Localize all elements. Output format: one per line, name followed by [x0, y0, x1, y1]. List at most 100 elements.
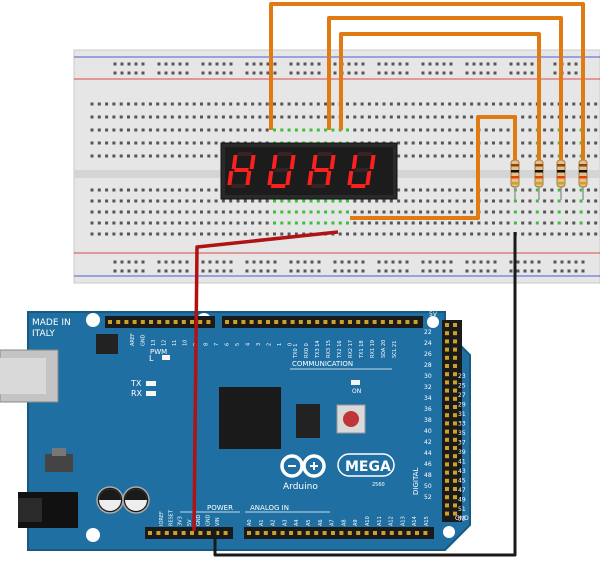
pin-label: 29 — [458, 402, 466, 409]
breadboard-hole — [141, 154, 145, 158]
breadboard-hole — [200, 115, 203, 119]
breadboard-hole — [398, 260, 402, 264]
breadboard-hole — [303, 260, 307, 264]
breadboard-hole — [273, 269, 277, 273]
breadboard-hole — [574, 260, 578, 264]
header-pin — [225, 320, 229, 324]
breadboard-hole — [477, 232, 481, 236]
breadboard-hole — [200, 141, 203, 145]
breadboard-hole — [375, 221, 379, 225]
breadboard-hole — [470, 141, 474, 145]
breadboard-hole — [324, 199, 328, 203]
breadboard-hole — [433, 141, 437, 145]
breadboard-hole — [360, 102, 364, 106]
breadboard-hole — [97, 115, 101, 119]
breadboard-hole — [90, 199, 94, 203]
breadboard-hole — [398, 269, 402, 273]
breadboard-hole — [405, 269, 409, 273]
breadboard-hole — [492, 232, 495, 236]
breadboard-hole — [251, 210, 255, 214]
header-pin — [445, 347, 449, 352]
breadboard-hole — [448, 154, 452, 158]
header-pin — [445, 454, 449, 459]
breadboard-hole — [222, 71, 226, 75]
breadboard-hole — [347, 269, 351, 273]
breadboard-hole — [105, 141, 109, 145]
breadboard-hole — [354, 71, 358, 75]
breadboard-hole — [200, 199, 203, 203]
pin-label: IOREF — [159, 511, 165, 526]
breadboard-hole — [375, 210, 379, 214]
breadboard-hole — [201, 269, 205, 273]
breadboard-hole — [214, 199, 218, 203]
wire-orange — [350, 115, 517, 220]
breadboard-hole — [243, 232, 247, 236]
breadboard-hole — [229, 232, 233, 236]
breadboard-hole — [112, 232, 116, 236]
breadboard-hole — [565, 154, 568, 158]
breadboard-hole — [215, 62, 219, 66]
breadboard-hole — [426, 154, 430, 158]
header-pin — [124, 320, 129, 324]
breadboard-hole — [455, 141, 459, 145]
header-pin — [198, 320, 203, 324]
breadboard-hole — [449, 260, 453, 264]
breadboard-hole — [294, 232, 298, 236]
breadboard-hole — [375, 232, 379, 236]
breadboard-hole — [433, 199, 437, 203]
pin-label: RX3 15 — [326, 340, 332, 358]
breadboard-hole — [302, 128, 306, 132]
breadboard-hole — [185, 71, 189, 75]
pin-label: 47 — [458, 487, 466, 494]
breadboard-hole — [448, 141, 452, 145]
breadboard-hole — [105, 188, 109, 192]
breadboard-hole — [492, 221, 495, 225]
breadboard-hole — [148, 154, 152, 158]
header-pin — [364, 531, 369, 535]
breadboard-hole — [134, 188, 138, 192]
breadboard-hole — [426, 232, 430, 236]
breadboard-hole — [581, 260, 585, 264]
breadboard-hole — [105, 210, 109, 214]
breadboard-hole — [397, 210, 401, 214]
pin-label: 6 — [225, 343, 231, 346]
display-segment — [354, 168, 369, 172]
breadboard-hole — [90, 102, 94, 106]
breadboard-hole — [484, 232, 488, 236]
pin-label: 53 — [458, 516, 466, 523]
pin-label: 51 — [458, 506, 466, 513]
header-pin — [445, 495, 449, 500]
breadboard-hole — [294, 210, 298, 214]
breadboard-hole — [324, 210, 328, 214]
breadboard-hole — [207, 102, 211, 106]
header-pin — [348, 320, 352, 324]
breadboard-hole — [586, 154, 590, 158]
breadboard-hole — [411, 141, 415, 145]
breadboard-hole — [479, 62, 483, 66]
display-segment — [237, 152, 252, 156]
breadboard-hole — [455, 210, 459, 214]
breadboard-hole — [156, 188, 160, 192]
breadboard-hole — [222, 260, 226, 264]
breadboard-hole — [258, 210, 262, 214]
breadboard-hole — [207, 115, 211, 119]
breadboard-hole — [594, 210, 598, 214]
pin-label: 46 — [424, 461, 432, 468]
breadboard-hole — [259, 71, 263, 75]
breadboard-hole — [243, 102, 247, 106]
breadboard-hole — [265, 128, 269, 132]
breadboard-hole — [448, 221, 452, 225]
pin-label: GND — [141, 334, 147, 346]
label-communication: COMMUNICATION — [292, 360, 353, 368]
breadboard-hole — [156, 210, 160, 214]
header-pin — [190, 531, 194, 535]
breadboard-hole — [499, 210, 503, 214]
breadboard-hole — [435, 269, 439, 273]
display-segment — [369, 155, 376, 169]
breadboard-hole — [185, 62, 189, 66]
breadboard-hole — [405, 62, 409, 66]
breadboard-hole — [214, 232, 218, 236]
breadboard-hole — [361, 269, 365, 273]
pin-label: RESET — [168, 509, 174, 526]
header-pin — [445, 421, 449, 426]
